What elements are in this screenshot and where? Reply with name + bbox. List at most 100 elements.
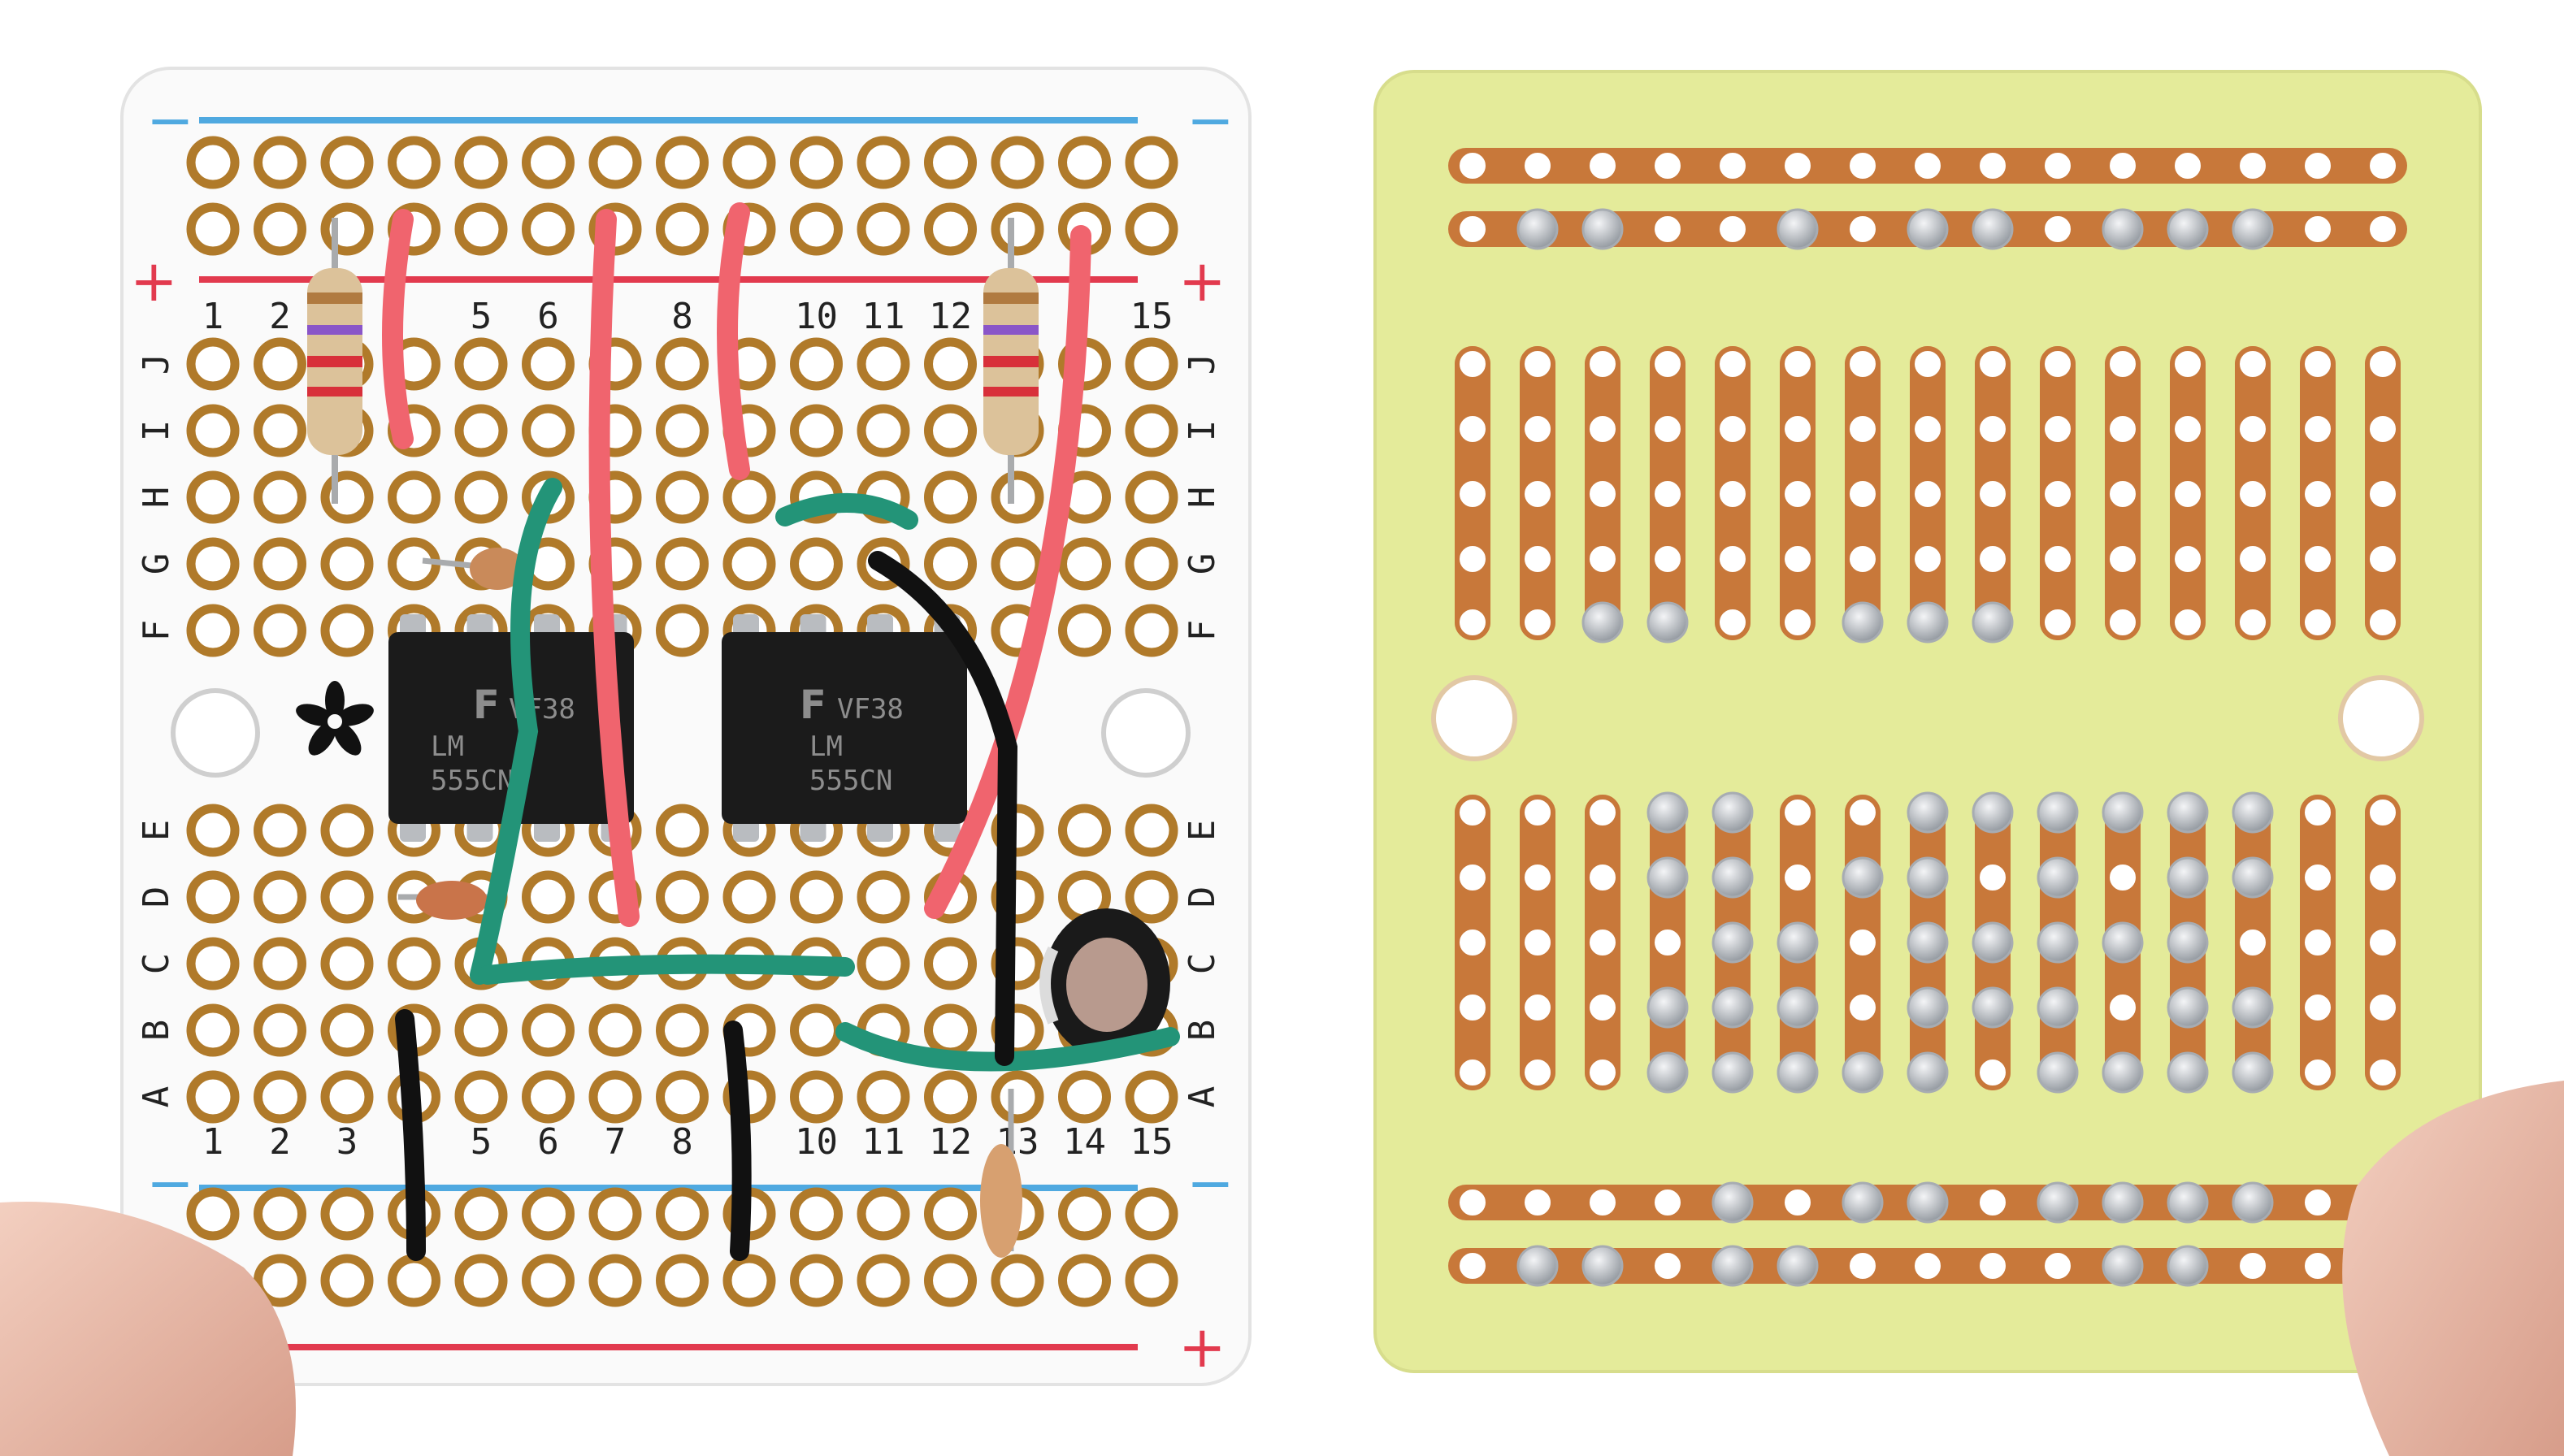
resistor-right [983,218,1039,504]
back-hole [2300,346,2336,382]
back-hole [1975,860,2011,895]
solder-joint [1972,208,2014,250]
column-number-bottom: 7 [605,1121,627,1163]
front-hole [1058,604,1111,657]
back-hole [2300,211,2336,247]
front-hole [991,1070,1044,1124]
back-hole [1455,411,1490,447]
back-hole [1455,541,1490,577]
solder-joint [1581,208,1624,250]
front-hole [924,1254,977,1307]
front-hole [522,1254,575,1307]
ceramic-capacitor-mid [398,881,488,920]
front-hole [186,537,240,591]
back-hole [2300,541,2336,577]
solder-joint [2102,791,2144,834]
column-number-bottom: 1 [202,1121,224,1163]
front-hole [1125,404,1178,457]
row-letter-right: I [1182,420,1223,442]
back-hole [1585,925,1620,960]
back-hole [1910,148,1946,184]
solder-joint [1646,1051,1689,1094]
front-hole [790,537,843,591]
front-hole [656,1003,709,1057]
solder-joint [2167,856,2209,899]
row-letter-right: J [1182,353,1223,375]
front-hole [1058,1187,1111,1241]
solder-joint [1712,1051,1754,1094]
back-hole [1520,795,1555,830]
wire-black [395,551,1018,1261]
front-hole [924,937,977,990]
solder-joint [2037,791,2079,834]
front-hole [1058,537,1111,591]
back-hole [2365,211,2401,247]
back-hole [2105,411,2141,447]
back-hole [1650,148,1685,184]
back-hole [2105,990,2141,1025]
solder-joint [2102,208,2144,250]
back-hole [2235,476,2271,512]
electrolytic-capacitor [1039,908,1170,1058]
front-hole [1125,604,1178,657]
front-hole [1125,804,1178,857]
rail-plus-tr: + [1178,248,1226,314]
front-hole [991,537,1044,591]
row-letter-right: C [1182,953,1223,975]
front-hole [186,337,240,391]
rail-minus-tr: − [1187,87,1234,154]
back-hole [2170,541,2206,577]
back-hole [2365,476,2401,512]
solder-joint [2232,986,2274,1029]
front-hole [254,1003,306,1057]
back-hole [1845,1248,1881,1284]
back-board-substrate [1373,70,2482,1373]
back-hole [2105,604,2141,640]
front-hole [186,604,240,657]
front-hole [522,870,575,924]
back-hole [1520,346,1555,382]
solder-joint [1516,1245,1559,1287]
back-hole [1845,211,1881,247]
front-hole [857,202,910,256]
solder-joint [1907,601,1949,644]
front-hole [522,1003,575,1057]
front-hole [722,537,776,591]
back-hole [1845,346,1881,382]
solder-joint [2232,1181,2274,1224]
back-hole [1910,411,1946,447]
front-hole [320,1187,374,1241]
front-hole [1125,470,1178,524]
row-letter-left: F [136,620,177,642]
back-hole [1455,1055,1490,1090]
front-hole [320,1254,374,1307]
ceramic-capacitor-top [422,548,525,590]
back-hole [1845,476,1881,512]
front-hole [522,337,575,391]
front-hole [254,537,306,591]
back-hole [2170,604,2206,640]
back-hole [2300,795,2336,830]
rail-minus-bl: − [146,1150,194,1216]
back-hole [1520,1055,1555,1090]
ic-chip-right: F VF38 LM 555CN [722,614,967,842]
back-hole [2365,1055,2401,1090]
front-hole [1125,537,1178,591]
column-number-bottom: 15 [1130,1121,1174,1163]
back-hole [1585,990,1620,1025]
front-hole [857,1254,910,1307]
front-hole [656,136,709,189]
back-hole [2300,1055,2336,1090]
solder-joint [2037,986,2079,1029]
back-mount-hole-right [2338,675,2424,761]
back-hole [2040,211,2076,247]
back-hole [1975,346,2011,382]
front-hole [924,1187,977,1241]
back-hole [2365,346,2401,382]
column-number-top: 15 [1130,296,1174,337]
solder-joint [1777,208,1819,250]
front-hole [857,1070,910,1124]
back-hole [1975,148,2011,184]
solder-joint [2102,1245,2144,1287]
back-hole [1585,541,1620,577]
